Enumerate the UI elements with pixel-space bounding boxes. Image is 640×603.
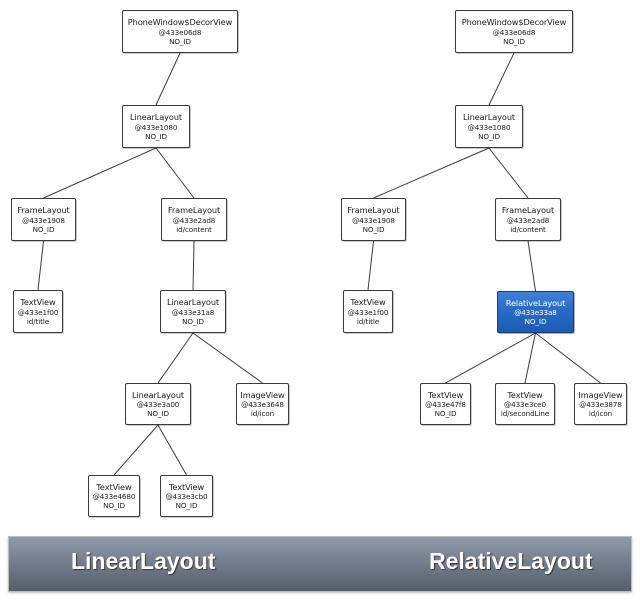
tree-edge [192,240,195,291]
tree-edge [488,52,515,106]
node-address: @433e2ad8 [172,215,216,225]
tree-edge [445,332,536,384]
node-view-id: NO_ID [147,409,169,419]
node-class-name: FrameLayout [17,205,70,216]
tree-edge [113,424,159,476]
node-address: @433e06d8 [492,27,536,37]
node-address: @433e4680 [92,492,136,502]
node-address: @433e3ce0 [504,400,546,410]
node-class-name: LinearLayout [131,389,185,400]
tree-edge [37,240,44,291]
node-address: @433e1f00 [347,307,389,317]
node-address: @433e47f8 [425,400,466,410]
node-view-id: NO_ID [169,36,191,46]
node-address: @433e3878 [579,400,622,410]
tree-edge [367,240,374,291]
caption-linearlayout: LinearLayout [71,548,216,574]
node-class-name: PhoneWindow$DecorView [461,17,567,28]
node-address: @433e3648 [241,400,284,410]
node-view-id: NO_ID [524,317,547,327]
node-address: @433e06d8 [158,27,202,37]
node-class-name: FrameLayout [501,205,555,216]
node-view-id: NO_ID [503,36,525,46]
node-view-id: id/title [26,316,50,326]
node-address: @433e1908 [352,215,395,225]
node-class-name: LinearLayout [166,297,220,308]
node-class-name: TextView [168,481,205,492]
node-address: @433e1908 [22,215,65,225]
node-class-name: TextView [427,389,464,400]
node-class-name: TextView [350,297,386,308]
node-address: @433e3cb0 [165,492,208,502]
node-address: @433e1080 [134,122,178,132]
node-view-id: id/content [176,224,212,234]
node-view-id: id/secondLine [500,409,550,419]
tree-edge [524,332,536,384]
node-view-id: NO_ID [362,224,385,234]
tree-edge [535,332,601,384]
node-view-id: NO_ID [478,131,500,141]
node-view-id: id/icon [250,409,275,419]
node-class-name: PhoneWindow$DecorView [127,17,233,28]
tree-edge [157,424,187,476]
node-class-name: ImageView [240,389,285,400]
node-view-id: id/icon [588,409,613,419]
tree-edge [155,52,181,106]
node-view-id: id/title [356,316,380,326]
tree-edge [527,240,536,292]
node-class-name: FrameLayout [347,205,400,216]
node-view-id: NO_ID [182,316,204,326]
node-class-name: LinearLayout [462,112,516,123]
tree-edge [373,147,490,199]
node-class-name: FrameLayout [167,205,221,216]
tree-edge [192,332,263,384]
node-view-id: NO_ID [103,501,125,511]
node-class-name: ImageView [578,389,623,400]
caption-relativelayout: RelativeLayout [429,548,593,574]
node-view-id: NO_ID [434,409,457,419]
node-class-name: TextView [20,297,56,308]
node-address: @433e2ad8 [506,215,550,225]
node-address: @433e31a8 [171,307,215,317]
tree-edge [155,147,195,199]
node-class-name: TextView [96,481,132,492]
node-class-name: RelativeLayout [505,297,566,308]
node-address: @433e1080 [467,122,511,132]
node-address: @433e1f00 [17,307,59,317]
tree-edge [488,147,529,199]
node-address: @433e3a00 [136,400,180,410]
tree-edge [157,332,194,384]
node-class-name: TextView [507,389,543,400]
node-view-id: NO_ID [145,131,167,141]
caption-banner: LinearLayout RelativeLayout [8,536,632,592]
node-address: @433e33a8 [514,308,557,318]
node-view-id: NO_ID [32,224,55,234]
node-class-name: LinearLayout [129,112,183,123]
tree-edge [43,147,157,199]
node-view-id: id/content [510,224,546,234]
node-view-id: NO_ID [175,501,198,511]
